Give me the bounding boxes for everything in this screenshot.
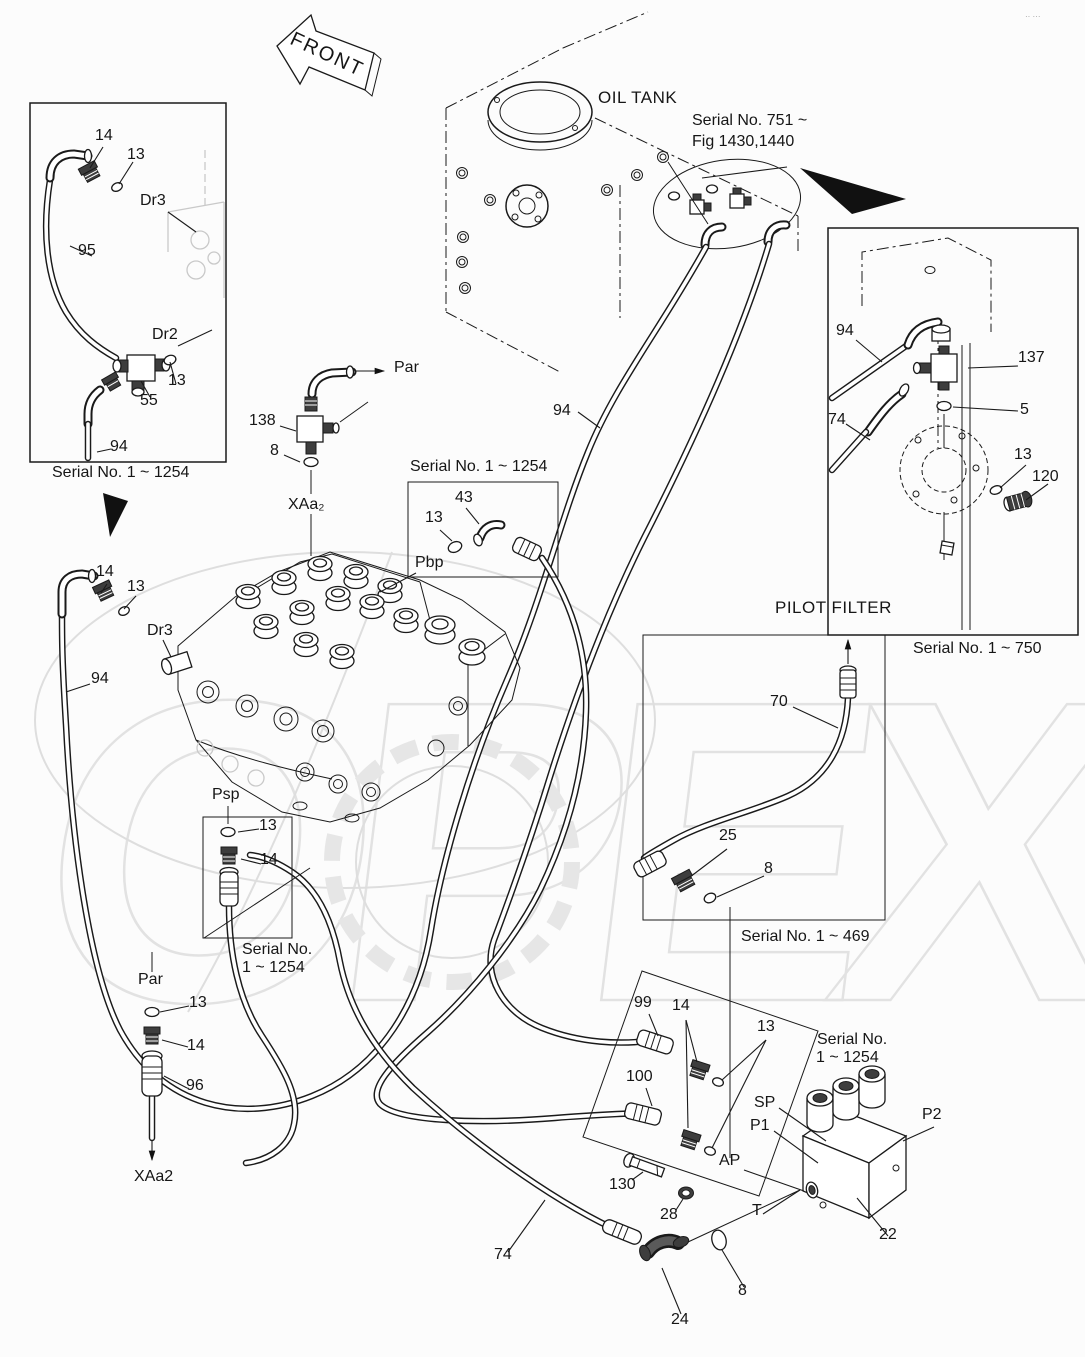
part-label-8-ap: 8 (764, 860, 773, 877)
part-label-22: 22 (879, 1226, 897, 1243)
part-label-8-bottom: 8 (738, 1282, 747, 1299)
port-label-sp: SP (754, 1094, 776, 1111)
oil-tank-label: OIL TANK (598, 88, 678, 107)
part-label-24: 24 (671, 1311, 689, 1328)
inset-psp-art (202, 806, 311, 939)
part-label-14-left: 14 (96, 563, 114, 580)
port-label-dr3-left: Dr3 (147, 622, 173, 639)
inset-shuttle-art (582, 970, 819, 1197)
leader-lines (65, 146, 1049, 1315)
caption-serial-psp-line1: Serial No. (242, 941, 313, 958)
part-label-94-left: 94 (91, 670, 109, 687)
port-label-pbp: Pbp (415, 554, 444, 571)
part-label-96: 96 (186, 1077, 204, 1094)
part-label-55: 55 (140, 392, 158, 409)
caption-serial-pbp: Serial No. 1 ~ 1254 (410, 458, 548, 475)
inset-filter-art (827, 227, 1079, 636)
port-label-p2: P2 (922, 1106, 942, 1123)
port-label-xaa2-top: XAa₂ (288, 496, 325, 513)
part-label-13-drain-lower: 13 (168, 372, 186, 389)
part-label-13-shuttle: 13 (757, 1018, 775, 1035)
tank-serial-note-line2: Fig 1430,1440 (692, 133, 795, 150)
port-label-par-bottom: Par (138, 971, 163, 988)
part-label-14-shuttle: 14 (672, 997, 690, 1014)
port-label-p1: P1 (750, 1117, 770, 1134)
port-label-psp: Psp (212, 786, 240, 803)
pilot-filter-art (839, 638, 857, 699)
oil-tank-art (445, 11, 906, 373)
bottom-par-art (141, 952, 163, 1162)
caption-serial-shuttle-line1: Serial No. (817, 1031, 888, 1048)
part-label-13-pbp: 13 (425, 509, 443, 526)
port-label-par-top: Par (394, 359, 419, 376)
part-label-130: 130 (609, 1176, 636, 1193)
watermark-text: OPEX (16, 611, 1085, 1091)
front-arrow-art (276, 13, 382, 97)
part-label-137: 137 (1018, 349, 1045, 366)
inset-drain-art (29, 102, 227, 537)
inset-pbp-art (407, 481, 559, 578)
part-label-13-drain-upper: 13 (127, 146, 145, 163)
part-label-13-bottom: 13 (189, 994, 207, 1011)
part-label-94-tank: 94 (553, 402, 571, 419)
part-label-25: 25 (719, 827, 737, 844)
mid-left-art (57, 568, 130, 619)
part-label-8-top: 8 (270, 442, 279, 459)
port-label-ap: AP (719, 1152, 741, 1169)
part-label-13-filter: 13 (1014, 446, 1032, 463)
tank-serial-note-line1: Serial No. 751 ~ (692, 112, 808, 129)
part-label-74-bottom: 74 (494, 1246, 512, 1263)
part-label-13-psp: 13 (259, 817, 277, 834)
caption-serial-drain: Serial No. 1 ~ 1254 (52, 464, 190, 481)
part-label-95: 95 (78, 242, 96, 259)
port-label-t: T (752, 1202, 762, 1219)
part-label-70: 70 (770, 693, 788, 710)
part-label-28: 28 (660, 1206, 678, 1223)
part-label-14-drain: 14 (95, 127, 113, 144)
caption-serial-filter: Serial No. 1 ~ 750 (913, 640, 1042, 657)
part-label-14-psp: 14 (260, 851, 278, 868)
part-label-13-left: 13 (127, 578, 145, 595)
inset-ap-art (633, 634, 886, 1158)
caption-serial-ap: Serial No. 1 ~ 469 (741, 928, 870, 945)
port-label-dr2: Dr2 (152, 326, 178, 343)
pilot-filter-label: PILOT FILTER (775, 598, 892, 617)
part-label-100: 100 (626, 1068, 653, 1085)
shuttle-block-art (601, 1065, 908, 1262)
part-label-14-bottom: 14 (187, 1037, 205, 1054)
part-label-43: 43 (455, 489, 473, 506)
part-label-94-drain: 94 (110, 438, 128, 455)
part-label-99: 99 (634, 994, 652, 1011)
par-138-art (296, 365, 386, 556)
part-label-94-filter: 94 (836, 322, 854, 339)
corner-artifact: ·· ··· (1025, 12, 1041, 21)
part-label-120: 120 (1032, 468, 1059, 485)
part-label-74-filter: 74 (828, 411, 846, 428)
port-label-xaa2-bottom: XAa2 (134, 1168, 174, 1185)
caption-serial-psp-line2: 1 ~ 1254 (242, 959, 305, 976)
caption-serial-shuttle-line2: 1 ~ 1254 (816, 1049, 879, 1066)
part-label-5: 5 (1020, 401, 1029, 418)
port-label-dr3-drain: Dr3 (140, 192, 166, 209)
part-label-138: 138 (249, 412, 276, 429)
watermark-art: OPEX (15, 551, 1085, 1093)
